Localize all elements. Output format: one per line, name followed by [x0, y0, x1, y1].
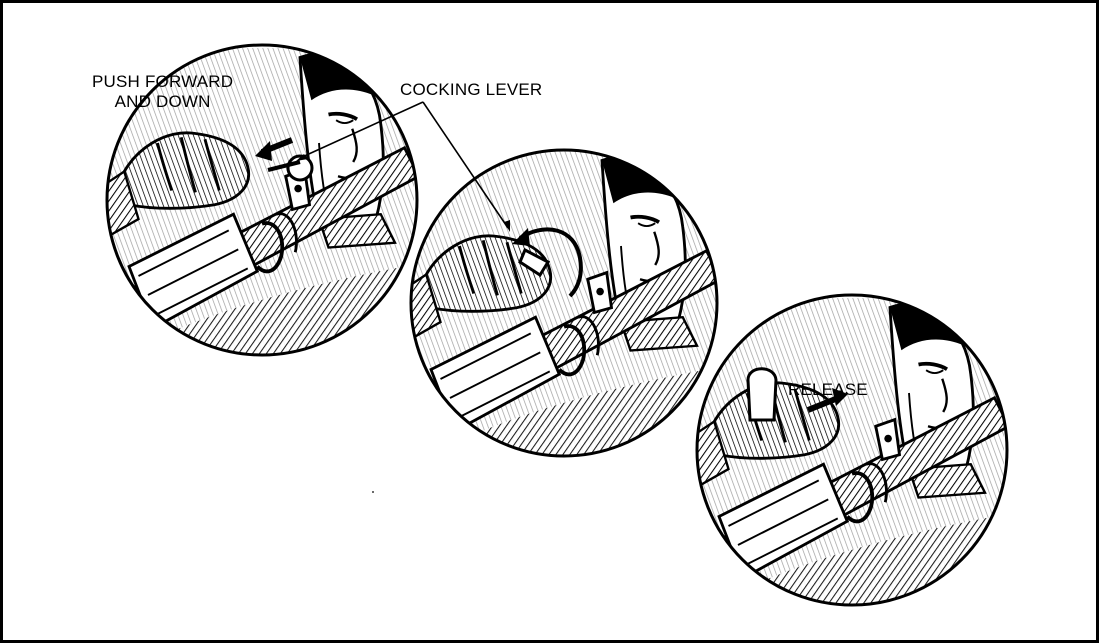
panel-2-illustration — [398, 145, 725, 465]
release-label: RELEASE — [788, 380, 868, 400]
stray-mark — [372, 491, 374, 493]
cocking-lever-label: COCKING LEVER — [400, 80, 542, 100]
push-label-line-2: AND DOWN — [92, 92, 233, 112]
panel-3-illustration — [686, 293, 1015, 613]
push-forward-label: PUSH FORWARD AND DOWN — [92, 72, 233, 112]
push-label-line-1: PUSH FORWARD — [92, 72, 233, 92]
